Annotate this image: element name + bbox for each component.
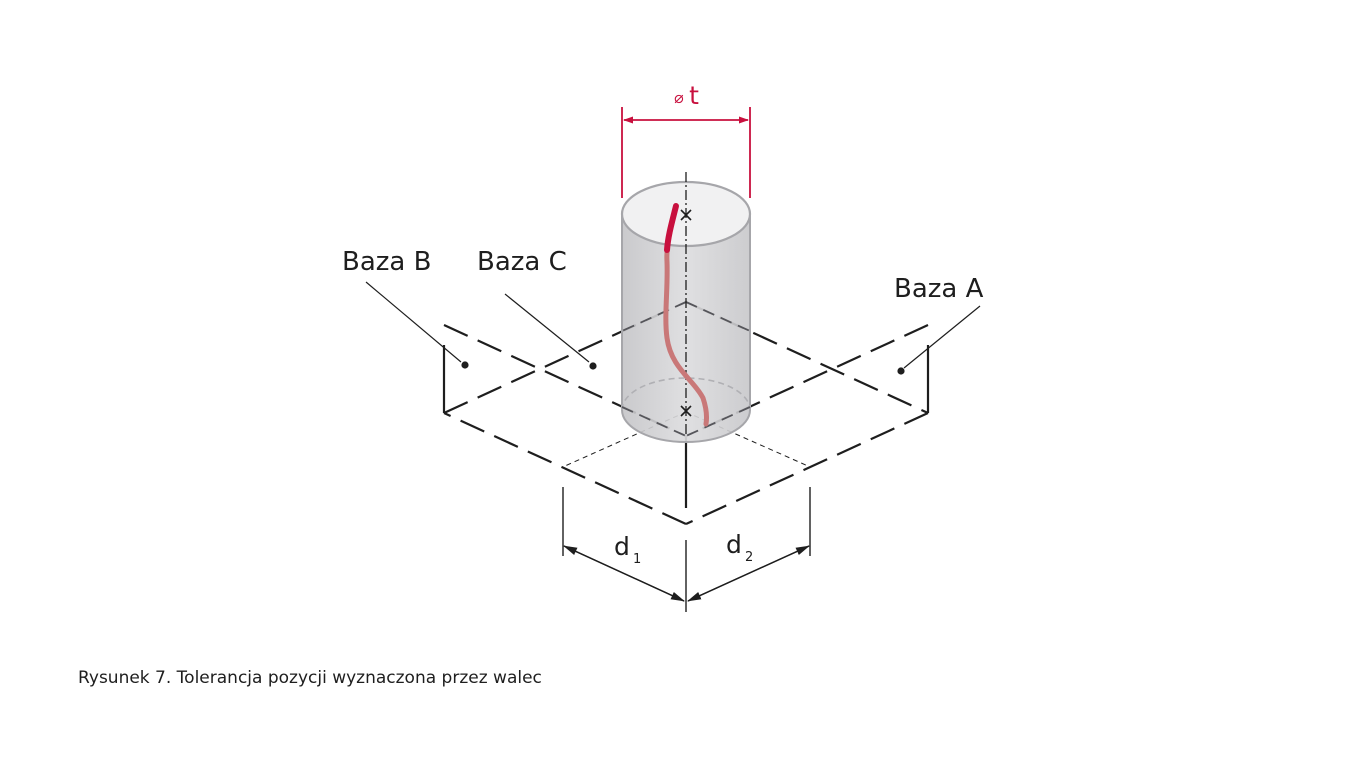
distance-d2-subscript: 2 [745,550,753,565]
diameter-label: t [689,81,699,110]
leader-dots [461,361,905,375]
distance-dimensions [562,487,811,612]
datum-plane-b [442,324,687,437]
feature-axis-curve-top [664,203,679,253]
figure-caption: Rysunek 7. Tolerancja pozycji wyznaczona… [78,668,542,688]
leader-lines [365,281,981,369]
distance-d2-label: d [726,530,742,559]
tolerance-cylinder [620,180,752,443]
distance-d1-subscript: 1 [633,552,641,567]
datum-a-label: Baza A [894,274,984,304]
diameter-symbol: ⌀ [674,88,684,107]
axis-center-mark [680,209,692,417]
diameter-dimension [621,107,751,198]
datum-plane-c [685,324,930,437]
distance-d1-label: d [614,532,630,561]
lines-through-cylinder [621,301,751,437]
datum-c-label: Baza C [477,247,567,277]
datum-b-label: Baza B [342,247,431,277]
